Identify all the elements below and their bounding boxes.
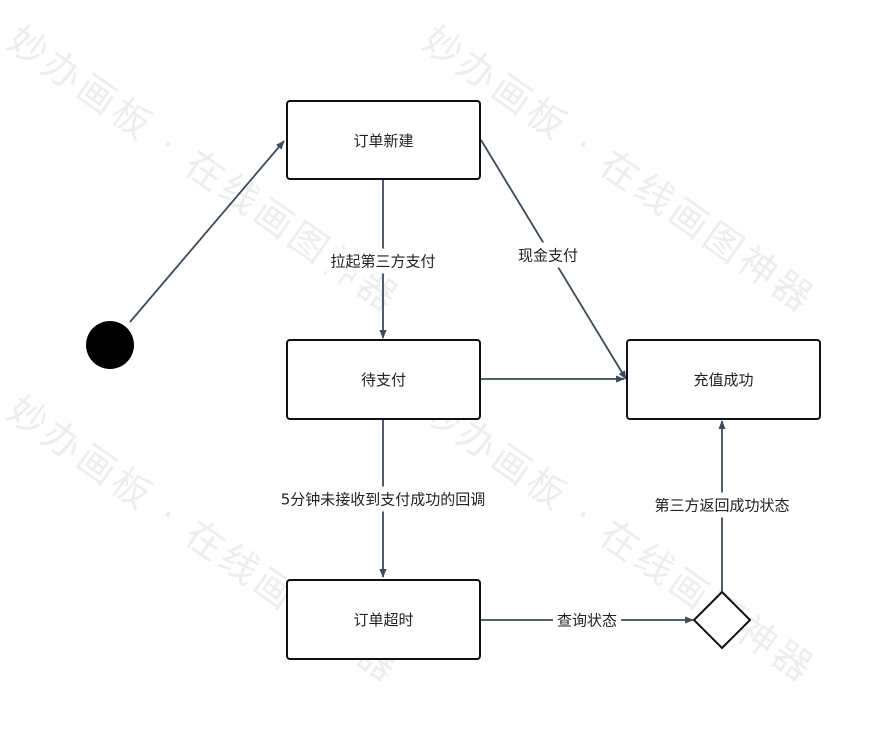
initial-state-node[interactable] [86, 321, 134, 369]
state-recharge-success[interactable]: 充值成功 [626, 339, 821, 420]
decision-node[interactable] [693, 591, 751, 649]
label-timeout-callback: 5分钟未接收到支付成功的回调 [276, 486, 490, 512]
state-order-timeout[interactable]: 订单超时 [286, 579, 481, 660]
state-order-new-label: 订单新建 [353, 131, 414, 150]
state-order-new[interactable]: 订单新建 [286, 100, 481, 180]
label-query-status: 查询状态 [552, 607, 622, 633]
edge-initial-to-order-new[interactable] [129, 140, 285, 323]
state-order-timeout-label: 订单超时 [353, 611, 414, 629]
label-cash-pay: 现金支付 [513, 242, 583, 268]
label-third-party-pay: 拉起第三方支付 [326, 248, 440, 274]
state-pending-payment[interactable]: 待支付 [286, 339, 481, 420]
state-pending-payment-label: 待支付 [360, 371, 406, 389]
state-recharge-success-label: 充值成功 [693, 371, 754, 389]
label-third-party-success: 第三方返回成功状态 [650, 492, 794, 518]
